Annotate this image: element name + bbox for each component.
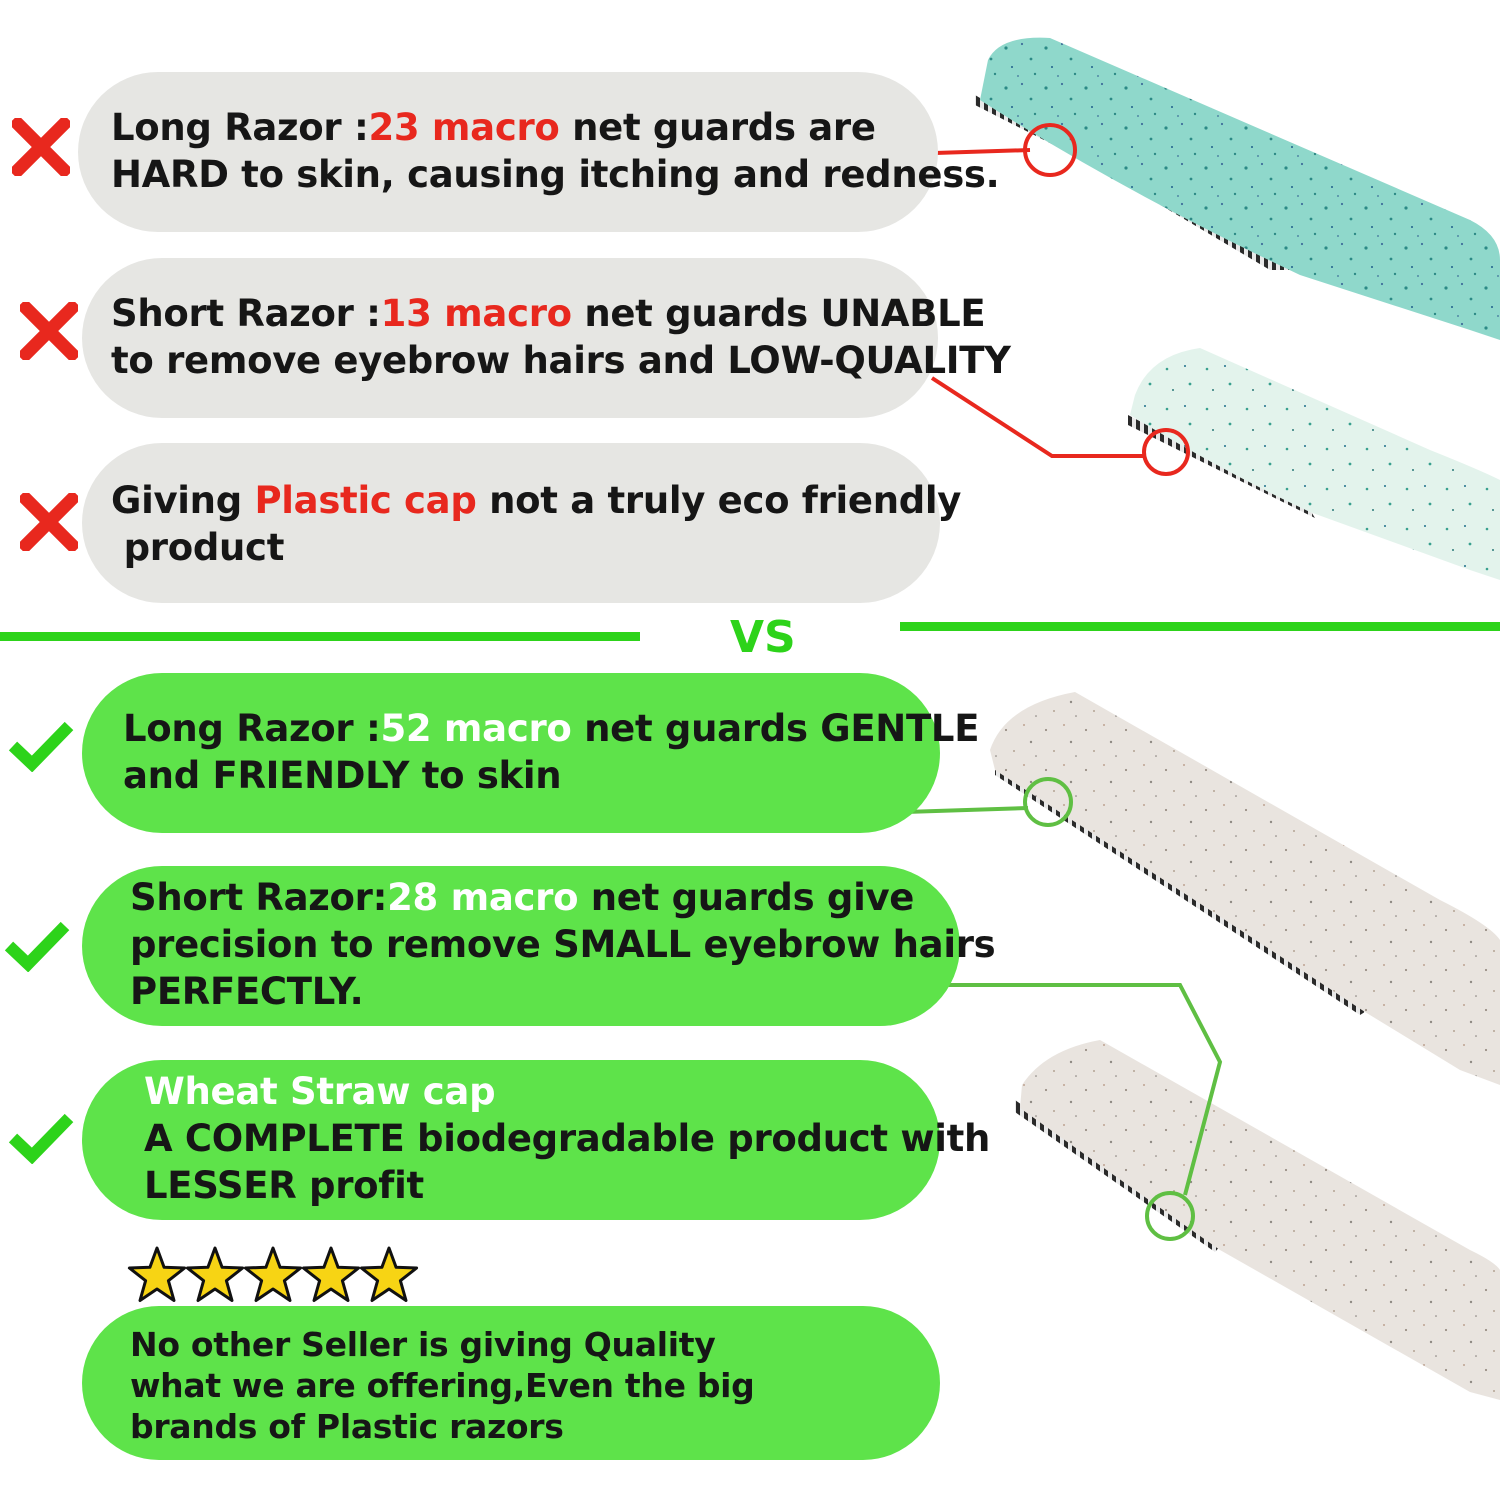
point-line2: and FRIENDLY to skin: [123, 754, 562, 797]
point-highlight: 13 macro: [380, 292, 572, 335]
check-mark-icon: [8, 718, 74, 776]
wheat-short-razor: [1015, 1040, 1500, 1400]
vs-label: VS: [730, 612, 796, 663]
point-line3: LESSER profit: [144, 1164, 424, 1207]
seller-note-line1: No other Seller is giving Quality: [130, 1325, 716, 1364]
point-suffix: net guards are: [559, 106, 876, 149]
point-highlight: 52 macro: [380, 707, 572, 750]
seller-note: No other Seller is giving Quality what w…: [82, 1306, 940, 1460]
star-icon: [359, 1246, 419, 1302]
cross-mark-icon: [16, 298, 82, 364]
cross-mark-icon: [8, 114, 74, 180]
point-line2: precision to remove SMALL eyebrow hairs: [130, 923, 996, 966]
star-icon: [127, 1246, 187, 1302]
mint-short-razor: [1128, 348, 1500, 580]
divider-left: [0, 632, 640, 641]
point-highlight: Wheat Straw cap: [144, 1070, 496, 1113]
point-line2: A COMPLETE biodegradable product with: [144, 1117, 991, 1160]
check-mark-icon: [8, 1110, 74, 1168]
star-rating: [126, 1244, 426, 1310]
wheat-long-razor: [990, 692, 1500, 1085]
star-icon: [301, 1246, 361, 1302]
good-point-long-razor: Long Razor :52 macro net guards GENTLE a…: [82, 673, 979, 833]
seller-note-line3: brands of Plastic razors: [130, 1407, 564, 1446]
point-prefix: Short Razor:: [130, 876, 388, 919]
bad-point-long-razor: Long Razor :23 macro net guards are HARD…: [78, 72, 1000, 232]
point-highlight: 23 macro: [368, 106, 560, 149]
check-mark-icon: [4, 918, 70, 976]
teal-long-razor: [975, 37, 1500, 340]
point-line3: PERFECTLY.: [130, 970, 364, 1013]
point-prefix: Giving: [111, 479, 255, 522]
point-line2: product: [111, 526, 285, 569]
point-line2: to remove eyebrow hairs and LOW-QUALITY: [111, 339, 1011, 382]
star-icon: [185, 1246, 245, 1302]
point-highlight: 28 macro: [387, 876, 579, 919]
seller-note-line2: what we are offering,Even the big: [130, 1366, 755, 1405]
point-suffix: net guards GENTLE: [571, 707, 980, 750]
divider-right: [900, 622, 1500, 631]
good-point-short-razor: Short Razor:28 macro net guards give pre…: [82, 866, 996, 1026]
point-highlight: Plastic cap: [254, 479, 477, 522]
point-prefix: Long Razor :: [111, 106, 369, 149]
point-suffix: net guards give: [578, 876, 915, 919]
point-prefix: Long Razor :: [123, 707, 381, 750]
point-suffix: not a truly eco friendly: [476, 479, 962, 522]
bad-point-plastic-cap: Giving Plastic cap not a truly eco frien…: [82, 443, 961, 603]
cross-mark-icon: [16, 489, 82, 555]
bad-point-short-razor: Short Razor :13 macro net guards UNABLE …: [82, 258, 1011, 418]
point-line2: HARD to skin, causing itching and rednes…: [111, 153, 1000, 196]
star-icon: [243, 1246, 303, 1302]
point-prefix: Short Razor :: [111, 292, 381, 335]
good-point-wheat-cap: Wheat Straw cap A COMPLETE biodegradable…: [82, 1060, 991, 1220]
point-suffix: net guards UNABLE: [571, 292, 986, 335]
